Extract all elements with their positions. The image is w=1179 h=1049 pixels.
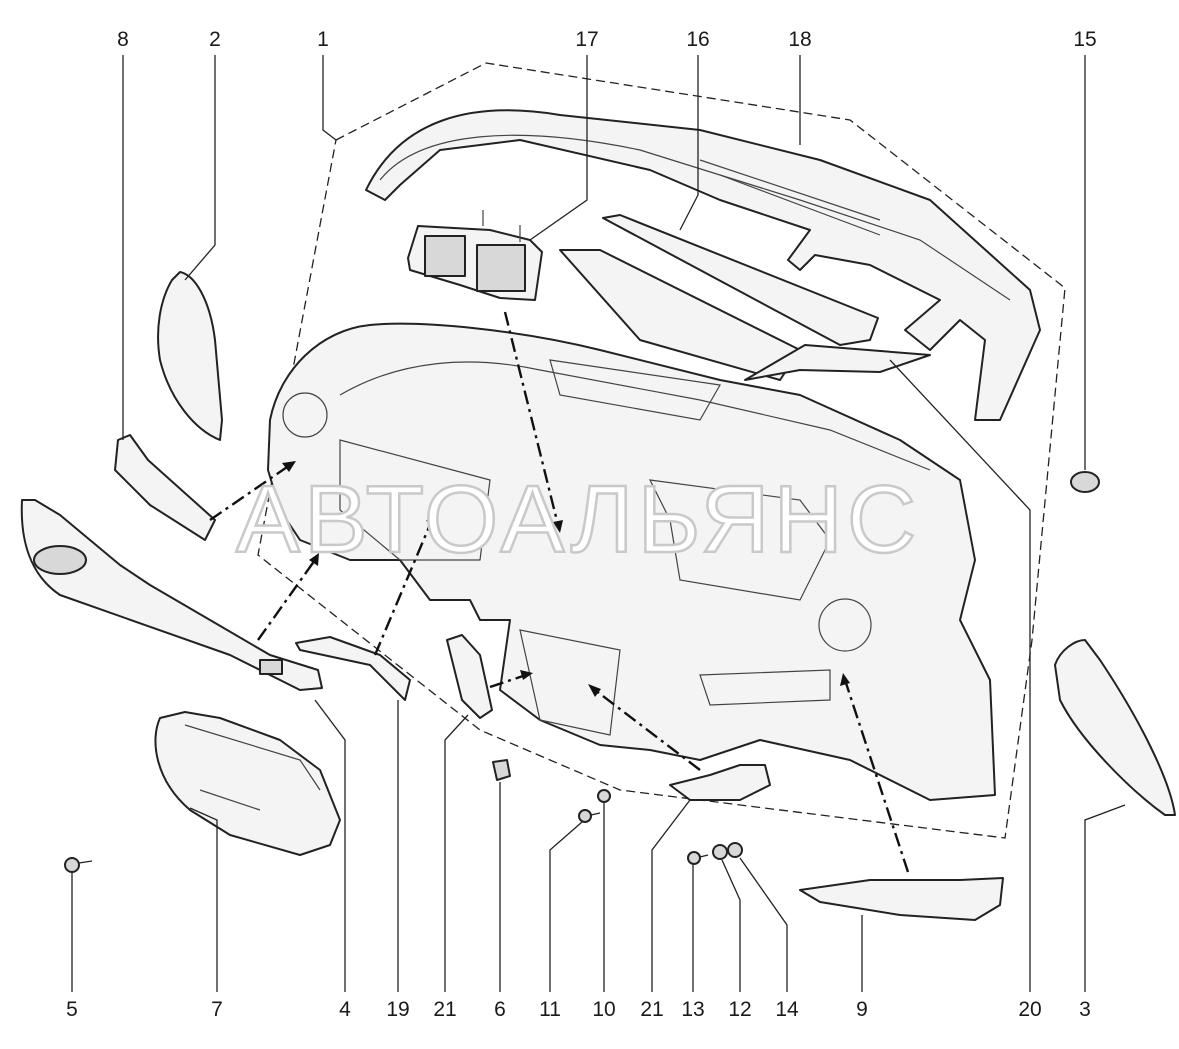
small-trim-left-part: [446, 634, 493, 719]
vent-right: [476, 244, 526, 292]
callout-17: 17: [575, 28, 598, 51]
callout-19: 19: [386, 998, 409, 1021]
assembly-boundary: [257, 62, 1066, 839]
cluster-hood-part: [154, 711, 341, 856]
lower-left-panel-part: [20, 499, 323, 691]
vent-left: [424, 235, 466, 277]
screw-13: [687, 851, 709, 865]
callout-20: 20: [1018, 998, 1041, 1021]
callout-12: 12: [728, 998, 751, 1021]
callout-7: 7: [211, 998, 223, 1021]
dashboard-body: [267, 322, 996, 801]
washer-14: [727, 842, 743, 858]
callout-5: 5: [66, 998, 78, 1021]
thin-trim-strip-part: [295, 636, 411, 701]
center-vent-part: [407, 210, 543, 301]
callout-8: 8: [117, 28, 129, 51]
upper-frame-part: [365, 109, 1041, 421]
right-end-cap-part: [1054, 639, 1176, 816]
washer-10: [597, 789, 611, 803]
callout-21-right: 21: [640, 998, 663, 1021]
callouts-bottom: 5 7 4 19 21 6 11 10 21 13 12 14 9 20 3: [66, 998, 1091, 1021]
screw-5: [64, 857, 93, 873]
left-end-cap-part: [157, 271, 223, 441]
callout-10: 10: [592, 998, 615, 1021]
left-trim-strip-part: [114, 434, 216, 541]
leader-lines: [71, 55, 1126, 992]
small-trim-right-part: [669, 764, 771, 801]
callout-9: 9: [856, 998, 868, 1021]
clip-part: [1070, 471, 1100, 493]
washer-12: [712, 844, 728, 860]
callout-4: 4: [339, 998, 351, 1021]
callout-14: 14: [775, 998, 799, 1021]
callout-1: 1: [317, 28, 329, 51]
callout-13: 13: [681, 998, 704, 1021]
callout-3: 3: [1079, 998, 1091, 1021]
callout-2: 2: [209, 28, 221, 51]
callout-16: 16: [686, 28, 709, 51]
nut-clip-6: [492, 759, 511, 781]
tray-part: [744, 344, 931, 381]
callout-11: 11: [539, 998, 561, 1021]
callout-18: 18: [788, 28, 811, 51]
watermark-text: АВТОАЛЬЯНС: [236, 466, 920, 573]
assembly-arrows: [209, 311, 910, 873]
screw-11: [578, 809, 601, 823]
top-pad-upper-part: [602, 214, 879, 346]
callout-21-left: 21: [433, 998, 456, 1021]
lower-right-trim-part: [799, 877, 1004, 921]
callout-15: 15: [1073, 28, 1096, 51]
callouts-top: 8 2 1 17 16 18 15: [117, 28, 1097, 51]
callout-6: 6: [494, 998, 506, 1021]
